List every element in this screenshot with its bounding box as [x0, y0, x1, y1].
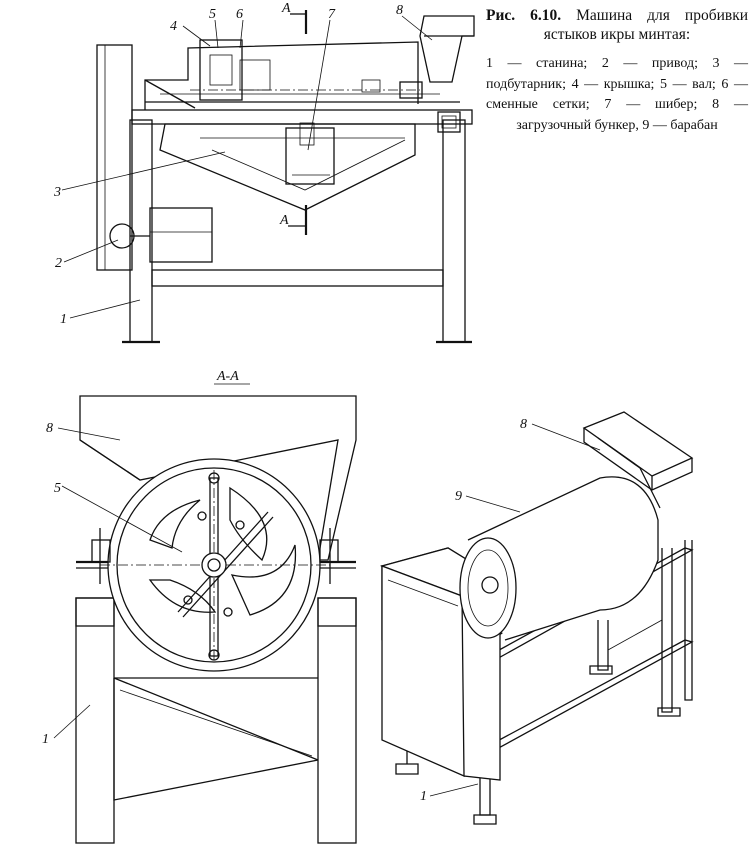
section-leg-left: [75, 597, 115, 844]
caption-fig-label: Рис. 6.10.: [486, 7, 562, 24]
top-frame: [131, 109, 473, 125]
section-mark-bottom: А: [279, 213, 289, 228]
front-view: А А 1 2 3 4 5 6 7 8: [53, 1, 475, 344]
caption-title-text: Машина для пробивки ястыков икры минтая:: [543, 7, 749, 43]
shaft-bearing-block: [199, 39, 243, 101]
front-leg-right: [442, 119, 466, 343]
front-label-7: 7: [328, 7, 336, 22]
iso-label-9: 9: [455, 489, 462, 504]
front-label-3: 3: [53, 185, 61, 200]
isometric-view: 8 9 1: [379, 411, 694, 825]
front-label-2: 2: [55, 256, 62, 271]
iso-label-1: 1: [420, 789, 427, 804]
drive-motor: [149, 207, 213, 263]
section-label-5: 5: [54, 481, 61, 496]
hopper-front: [419, 15, 475, 83]
under-trough: [159, 123, 416, 211]
section-label-8: 8: [46, 421, 53, 436]
section-mark-top: А: [281, 1, 291, 16]
front-label-8: 8: [396, 3, 403, 18]
gate: [285, 127, 335, 185]
section-label-1: 1: [42, 732, 49, 747]
section-shaft: [201, 552, 227, 578]
section-title: А-А: [216, 369, 239, 384]
section-view: А-А: [42, 369, 357, 844]
iso-drum-end: [459, 537, 517, 639]
front-label-4: 4: [170, 19, 177, 34]
front-label-6: 6: [236, 7, 243, 22]
section-leg-right: [317, 597, 357, 844]
iso-label-8: 8: [520, 417, 527, 432]
front-label-1: 1: [60, 312, 67, 327]
lower-frame-rail: [151, 269, 444, 287]
front-label-5: 5: [209, 7, 216, 22]
caption-legend: 1 — станина; 2 — привод; 3 — подбутарник…: [486, 56, 748, 133]
figure-caption: Рис. 6.10. Машина для пробивки ястыков и…: [486, 6, 748, 136]
cover: [144, 41, 419, 110]
drive-housing: [96, 44, 133, 271]
caption-title: Рис. 6.10. Машина для пробивки ястыков и…: [486, 6, 748, 44]
